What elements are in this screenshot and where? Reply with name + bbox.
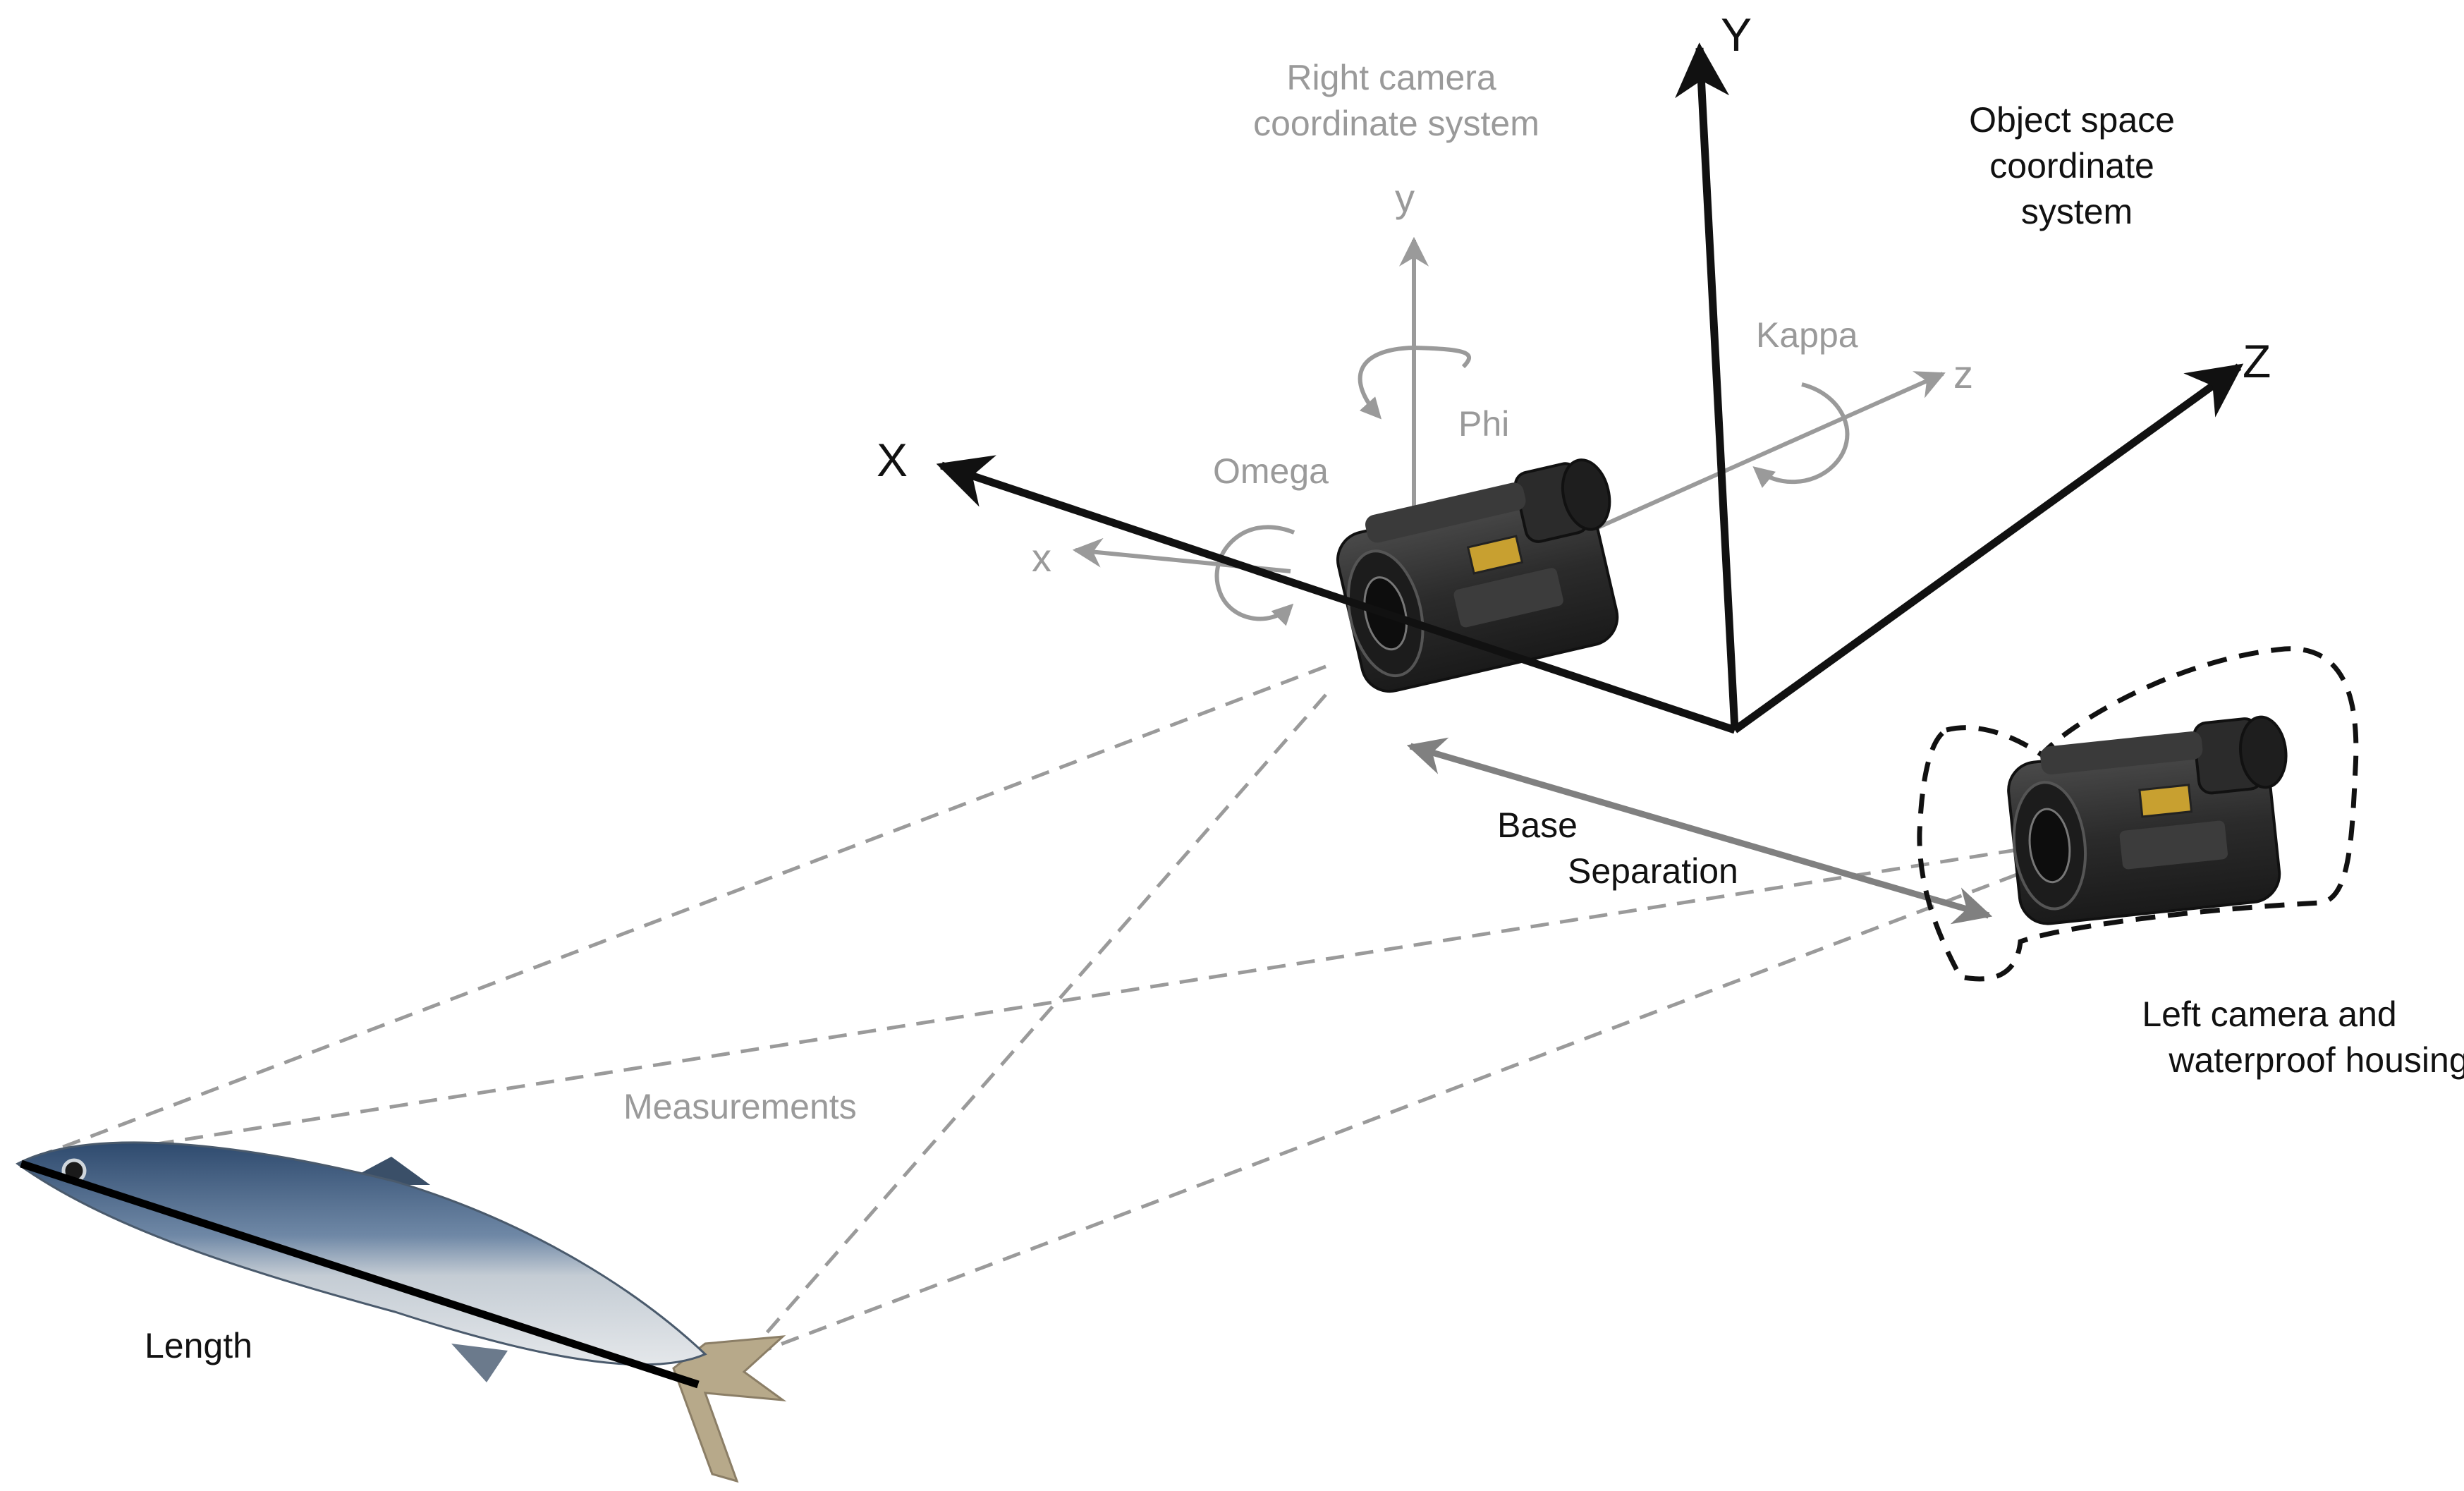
right-camera-label-line2: coordinate system <box>1253 104 1539 143</box>
base-separation-label-line2: Separation <box>1568 851 1738 891</box>
right-camera <box>1336 458 1619 693</box>
length-line <box>20 1160 700 1389</box>
base-separation-label-line1: Base <box>1497 805 1578 845</box>
camera-x-label: x <box>1032 535 1051 580</box>
object-Z-axis <box>1732 363 2244 734</box>
omega-rotation-arrow <box>1214 525 1295 626</box>
camera-z-label: z <box>1953 352 1973 396</box>
fish-anal-fin <box>451 1344 508 1382</box>
right-camera-label: Right camera coordinate system <box>1253 58 1539 143</box>
axis-Y-label: Y <box>1721 8 1752 61</box>
tuna-fish-icon <box>16 1141 787 1483</box>
left-camera-label-line1: Left camera and <box>2142 994 2396 1034</box>
object-Y-axis <box>1675 42 1739 731</box>
object-space-label-line1: Object space <box>1969 100 2175 140</box>
axis-X-label: X <box>877 434 908 486</box>
camcorder-icon <box>1336 458 1619 693</box>
length-label: Length <box>145 1326 252 1365</box>
phi-rotation-arrow <box>1358 345 1471 420</box>
object-space-label-line2: coordinate <box>1989 146 2154 185</box>
sight-line-left-to-tail <box>754 872 2018 1356</box>
axis-Z-label: Z <box>2243 335 2271 387</box>
object-X-axis <box>936 455 1736 734</box>
fish-tail <box>672 1335 787 1483</box>
camera-z-axis <box>1585 371 1946 535</box>
base-separation-label: Base Separation <box>1497 805 1738 891</box>
sight-line-right-to-head <box>22 664 1326 1164</box>
left-camera-label: Left camera and waterproof housing <box>2142 994 2464 1080</box>
measurements-label: Measurements <box>623 1087 857 1126</box>
camcorder-icon <box>2007 715 2288 925</box>
right-camera-label-line1: Right camera <box>1286 58 1496 97</box>
kappa-label: Kappa <box>1756 315 1858 355</box>
left-camera-label-line2: waterproof housing <box>2168 1040 2464 1080</box>
object-space-label: Object space coordinate system <box>1969 100 2185 231</box>
base-separation-arrow <box>1406 737 1993 925</box>
sight-line-right-to-tail <box>750 693 1327 1352</box>
left-camera-housing <box>1917 646 2359 982</box>
phi-label: Phi <box>1458 404 1509 444</box>
object-space-label-line3: system <box>2021 192 2133 231</box>
kappa-rotation-arrow <box>1752 382 1850 488</box>
object-axes <box>936 42 2244 734</box>
omega-label: Omega <box>1213 451 1329 491</box>
left-camera <box>2007 715 2288 925</box>
fish-body <box>16 1141 707 1366</box>
camera-y-label: y <box>1395 176 1415 220</box>
sight-line-left-to-head <box>22 848 2018 1167</box>
